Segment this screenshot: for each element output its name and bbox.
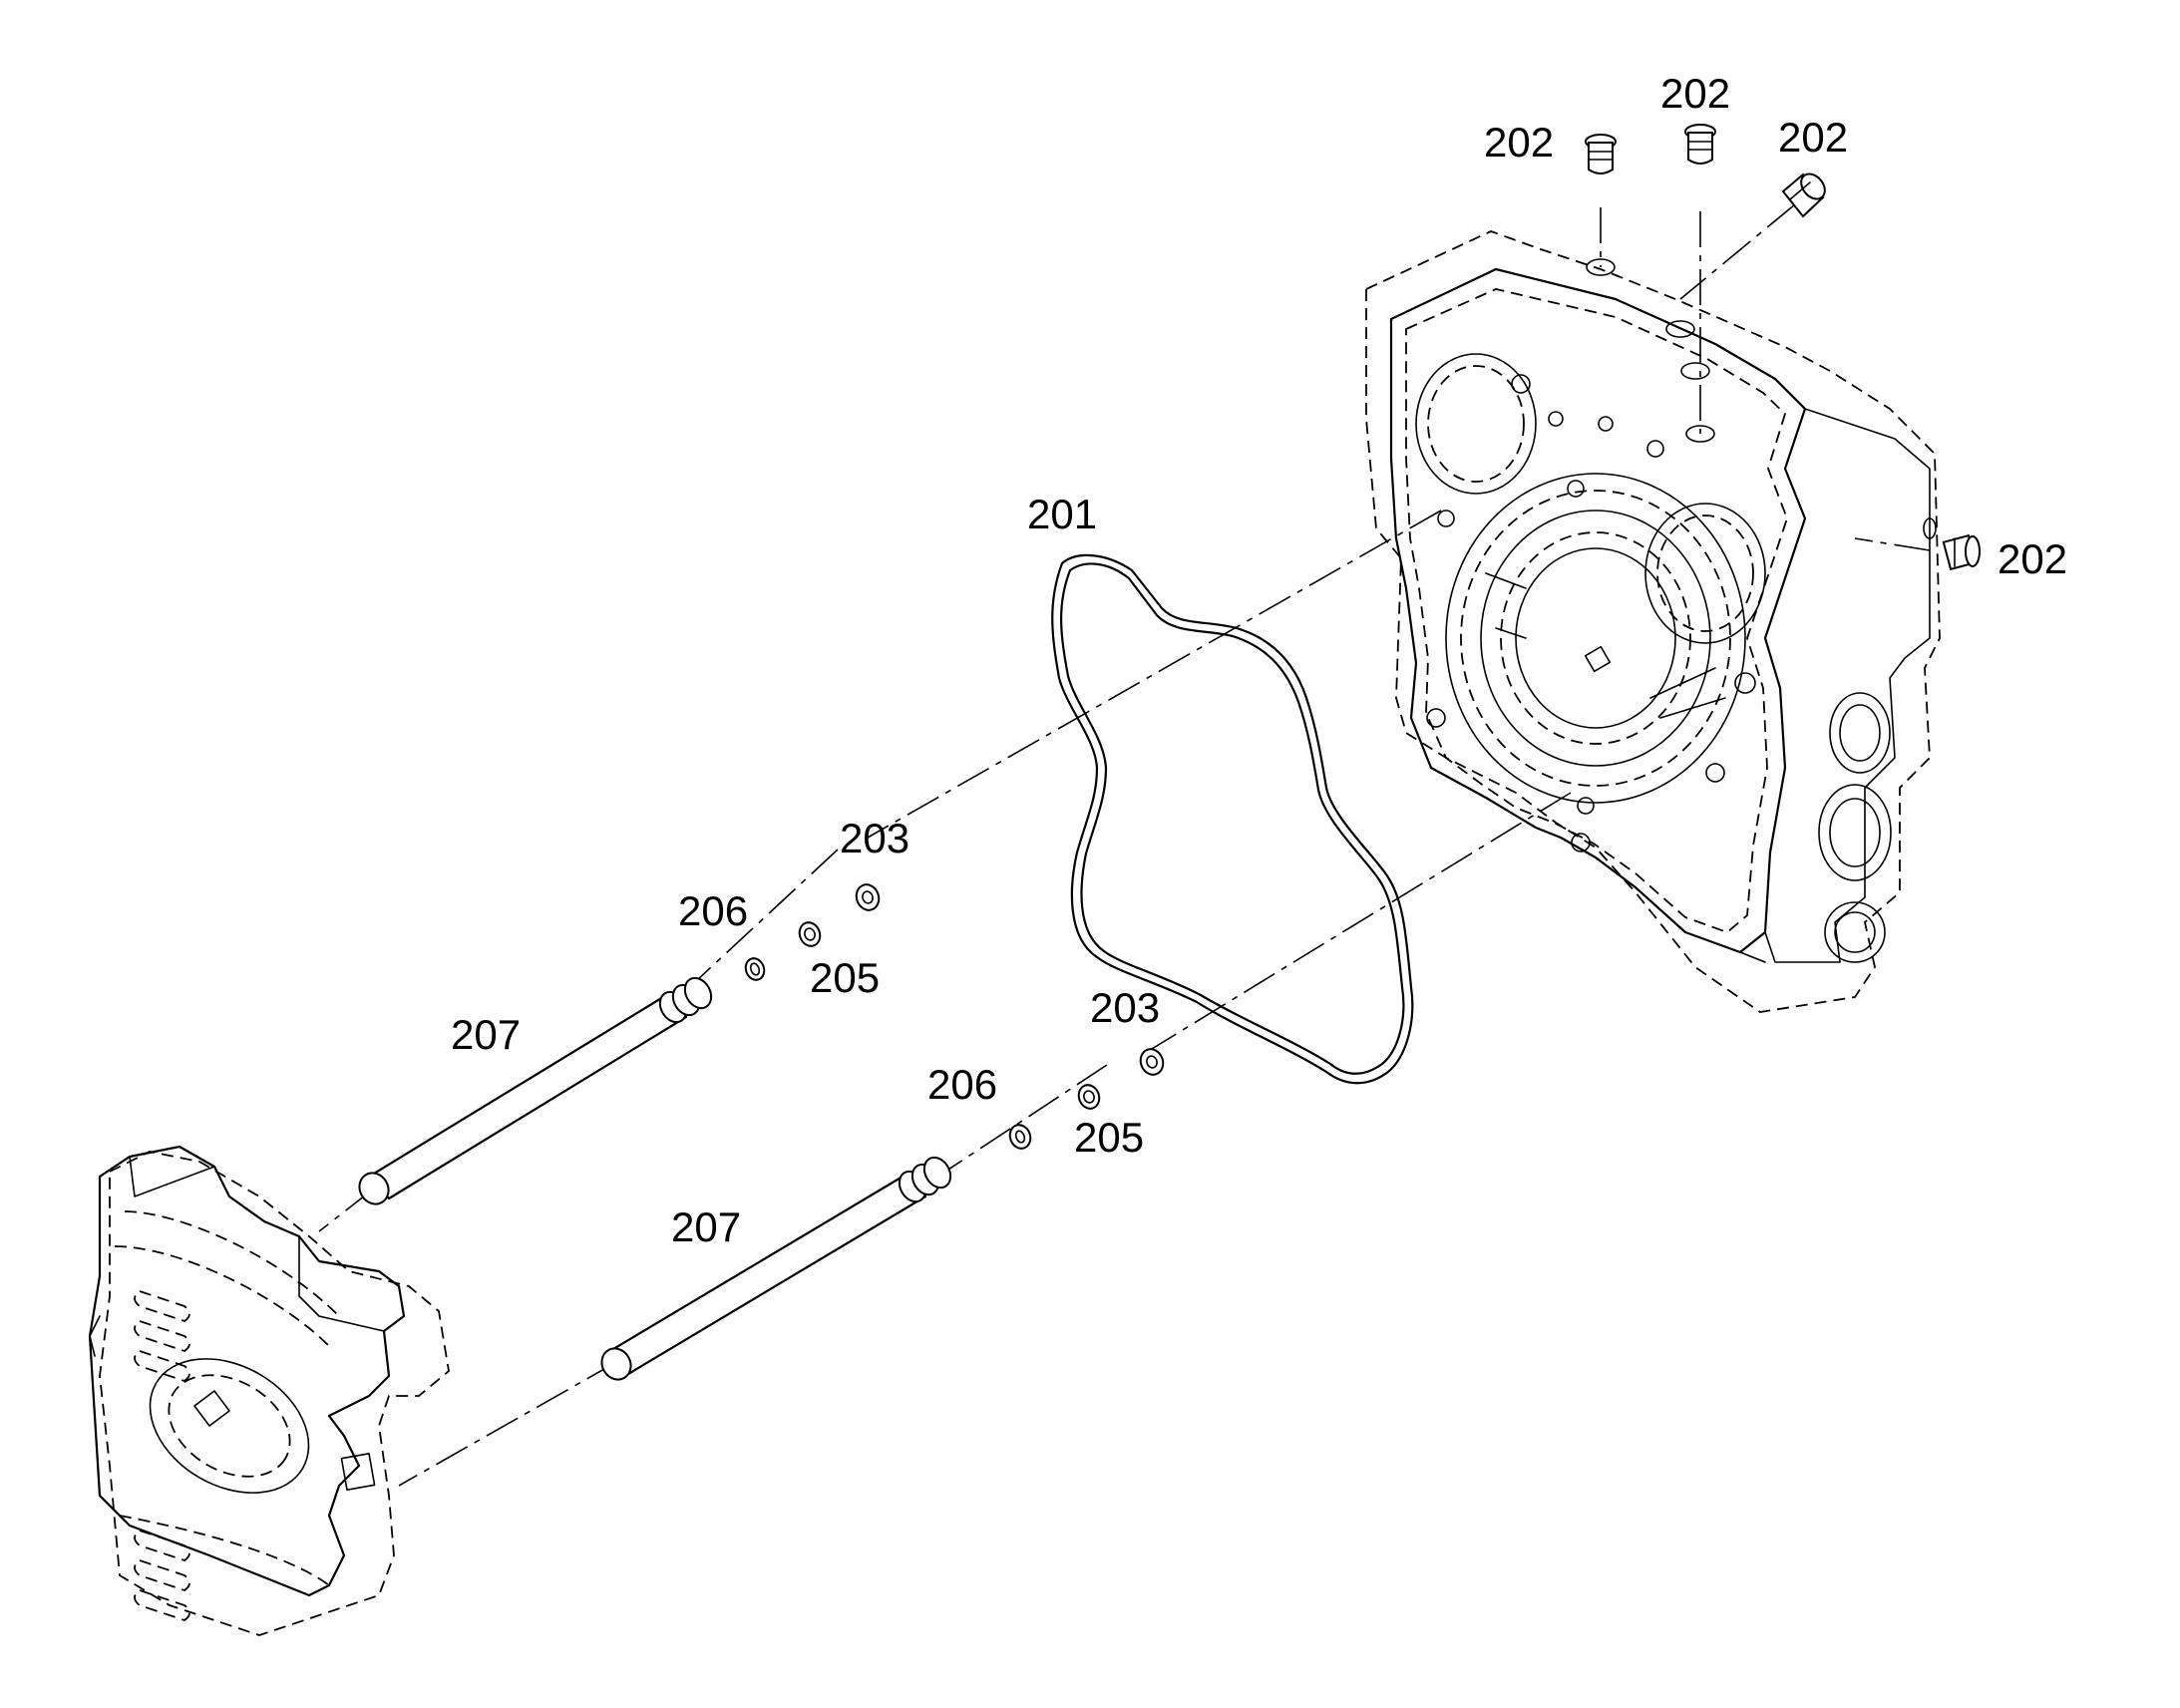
ring-203-upper: [855, 883, 881, 911]
assembly-centerlines: [318, 203, 1931, 1487]
callout-203-lower: 203: [1090, 984, 1160, 1031]
callout-205-lower: 205: [1074, 1114, 1144, 1161]
callout-203-upper: 203: [840, 815, 909, 861]
upper-seal-stack: [744, 883, 881, 981]
plug-202-c: [1781, 172, 1826, 218]
callout-205-upper: 205: [810, 954, 880, 1001]
callout-labels: 202 202 202 202 201 203 206 205 207 203 …: [451, 70, 2067, 1250]
plug-202-a: [1585, 134, 1617, 174]
callout-206-lower: 206: [927, 1061, 997, 1108]
housing-part: [1365, 230, 1941, 1013]
shaft-207-upper: [358, 976, 713, 1205]
plug-202-b: [1684, 124, 1716, 165]
callout-202-b: 202: [1660, 70, 1730, 117]
callout-201: 201: [1027, 491, 1097, 537]
shaft-207-lower: [600, 1156, 952, 1381]
ring-203-lower: [1139, 1048, 1165, 1076]
callout-207-upper: 207: [451, 1011, 521, 1058]
ring-205-lower: [1077, 1084, 1101, 1110]
cover-part: [88, 1145, 450, 1636]
callout-202-a: 202: [1484, 119, 1554, 166]
ring-205-upper: [798, 921, 822, 947]
callout-207-lower: 207: [671, 1203, 741, 1250]
ring-206-upper: [744, 957, 766, 981]
lower-seal-stack: [1008, 1048, 1165, 1150]
ring-206-lower: [1008, 1124, 1032, 1150]
callout-202-c: 202: [1778, 114, 1848, 161]
gasket-part: [1051, 553, 1414, 1085]
callout-206-upper: 206: [678, 887, 748, 934]
callout-202-d: 202: [1998, 535, 2067, 582]
plug-202-d: [1942, 533, 1981, 571]
